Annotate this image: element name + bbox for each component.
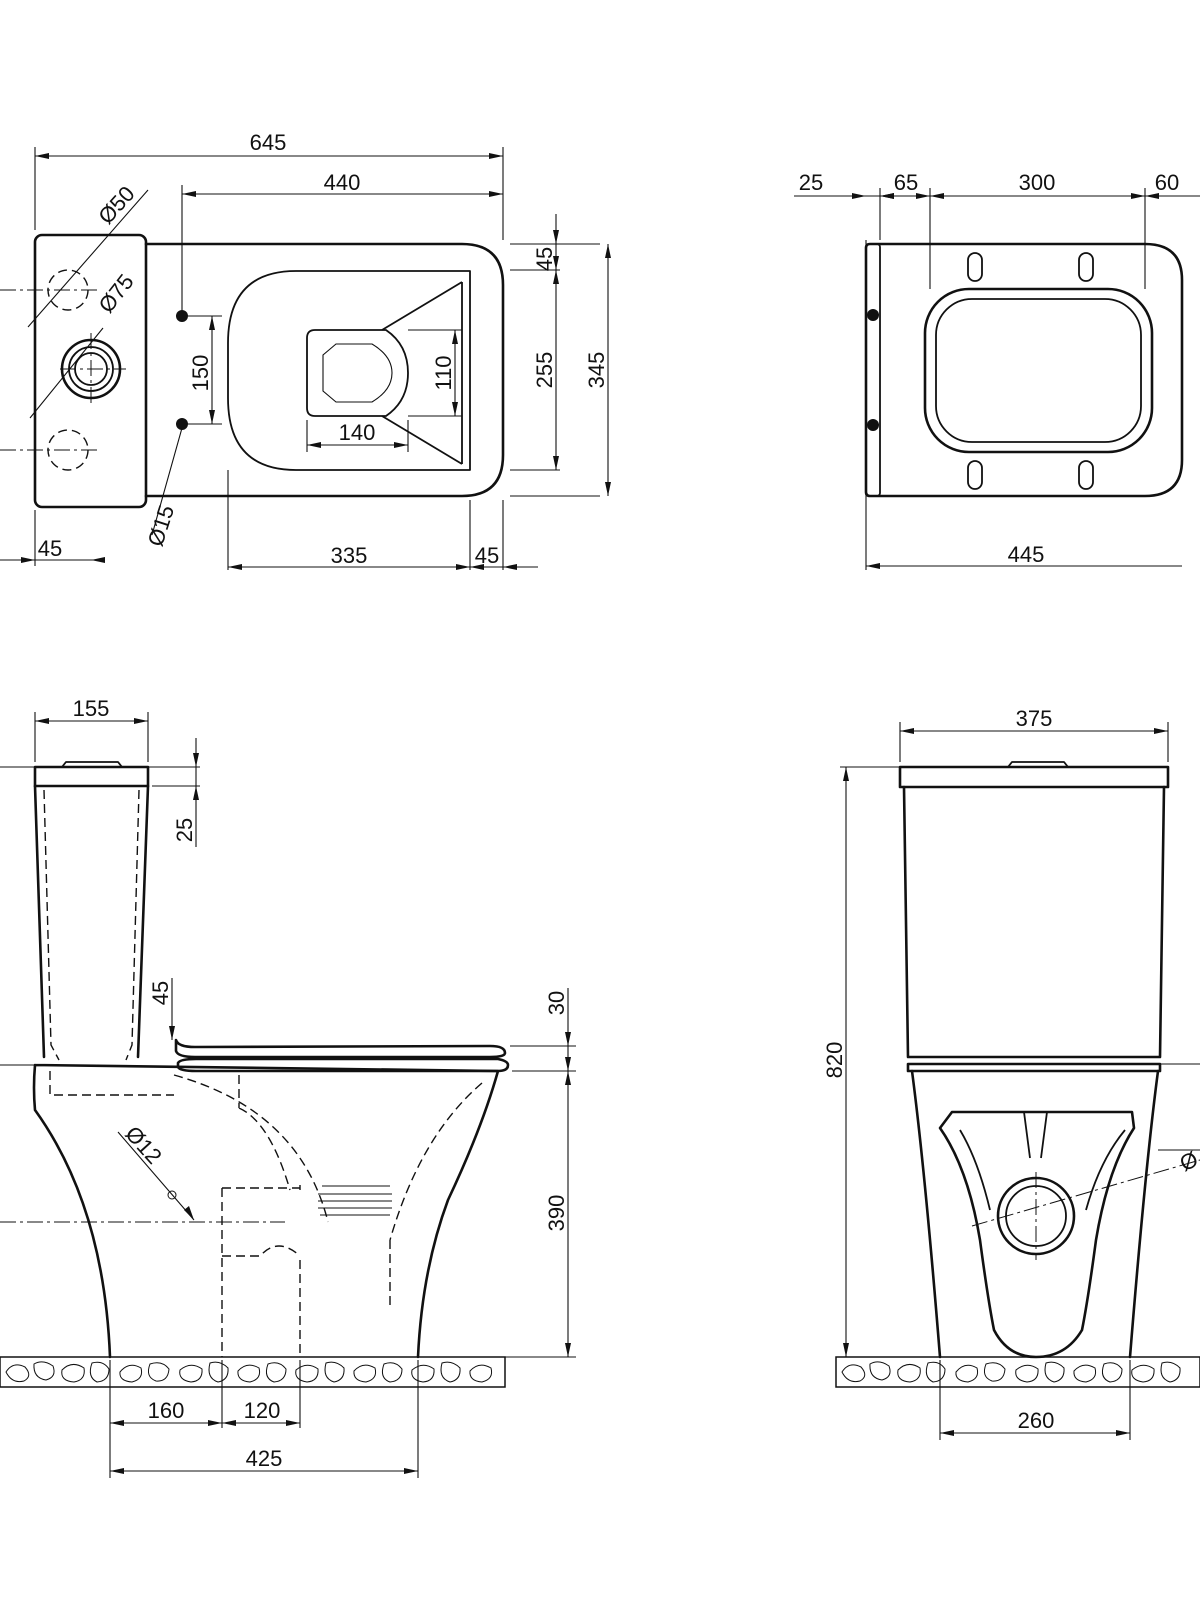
flush-top [61, 761, 123, 768]
fixing-dot-top [176, 310, 188, 322]
dim-side-margin: 65 [894, 170, 918, 195]
buffer-top-left [967, 252, 983, 282]
dim-base-width: 260 [1018, 1408, 1055, 1433]
seat-opening-inner [935, 298, 1142, 443]
cistern-plan-outline [33, 233, 148, 509]
dim-seat-gap: 45 [148, 981, 173, 1005]
seat-lid-profile [174, 1038, 507, 1059]
floor-right [835, 1356, 1200, 1388]
trapway-hidden-lines [49, 1071, 483, 1357]
dim-bolt-spacing: 150 [188, 355, 213, 392]
dim-seat-thickness: 30 [544, 991, 569, 1015]
front-dim-arrows [843, 728, 1168, 1436]
outlet-inner [322, 343, 393, 403]
seat-opening-outer [923, 287, 1154, 454]
front-outlet-centre [971, 1159, 1200, 1260]
dim-inner-width: 255 [532, 352, 557, 389]
dim-dia-15: Ø15 [143, 502, 180, 549]
bowl-plan-outline [144, 242, 505, 498]
dim-dia-50: Ø50 [93, 181, 139, 229]
buffer-bottom-right [1078, 460, 1094, 490]
dim-outlet-length: 140 [339, 420, 376, 445]
top-view: 645 440 45 255 345 110 140 150 45 335 45… [0, 130, 611, 570]
seat-outline [864, 242, 1184, 498]
dim-lines [0, 147, 609, 570]
seat-dim-arrows [852, 193, 1159, 569]
dim-lid-height: 25 [172, 818, 197, 842]
dia-12-marker [167, 1190, 177, 1200]
floor-pebbles-left [5, 1361, 493, 1383]
bowl-facet-lines [381, 281, 463, 465]
dim-opening: 300 [1019, 170, 1056, 195]
front-seat-band [906, 1062, 1162, 1073]
front-cistern-body [902, 785, 1166, 1059]
dim-hinge-margin: 25 [799, 170, 823, 195]
front-cistern-lid [898, 765, 1170, 789]
front-flush-top [1007, 761, 1069, 768]
dim-outlet-size: 120 [244, 1398, 281, 1423]
dim-seat-length: 445 [1008, 542, 1045, 567]
hinge-dot-top [867, 309, 879, 321]
dim-bowl-front: 335 [331, 543, 368, 568]
cistern-lid [33, 765, 150, 788]
seat-view: 25 65 300 60 445 [794, 170, 1200, 570]
front-view: 375 820 260 Ø [822, 706, 1200, 1440]
dim-cistern-offset: 45 [38, 536, 62, 561]
dim-outlet-dia-partial: Ø [1176, 1146, 1200, 1176]
dim-base-length: 425 [246, 1446, 283, 1471]
dim-cistern-width: 375 [1016, 706, 1053, 731]
dim-overall-width: 345 [584, 352, 609, 389]
seat-ring-profile [176, 1057, 510, 1073]
dim-overall-length: 645 [250, 130, 287, 155]
bowl-side-outline [32, 1063, 500, 1359]
dim-dia-12: Ø12 [120, 1121, 166, 1169]
front-bowl-outline [910, 1069, 1160, 1359]
dim-rim-back: 45 [475, 543, 499, 568]
side-dim-arrows [35, 718, 571, 1474]
water-level-lines [318, 1185, 392, 1216]
floor-pebbles-right [841, 1361, 1181, 1383]
cistern-inner-walls [43, 789, 140, 1061]
dim-outlet-width: 110 [431, 355, 456, 390]
seat-dim-lines [794, 188, 1200, 570]
fixing-dot-bottom [176, 418, 188, 430]
dim-total-height: 820 [822, 1042, 847, 1079]
dim-dia-75: Ø75 [93, 269, 138, 317]
dim-bowl-height: 390 [544, 1195, 569, 1232]
buffer-bottom-left [967, 460, 983, 490]
dim-bowl-length: 440 [324, 170, 361, 195]
front-inner-facets [959, 1111, 1126, 1211]
side-view: 155 25 45 30 390 Ø12 160 120 425 [0, 696, 576, 1478]
hinge-strip [865, 243, 881, 497]
front-dim-lines [836, 722, 1200, 1440]
dim-cistern-depth: 155 [73, 696, 110, 721]
cistern-body [33, 784, 150, 1059]
front-outlet-outer [996, 1176, 1076, 1256]
hinge-dot-bottom [867, 419, 879, 431]
outlet-outer [306, 329, 409, 417]
side-dim-lines [0, 712, 576, 1478]
dim-outlet-offset: 160 [148, 1398, 185, 1423]
buffer-top-right [1078, 252, 1094, 282]
dim-front-margin: 60 [1155, 170, 1179, 195]
bowl-inner-rim [227, 270, 471, 471]
centre-lines [0, 289, 126, 451]
dim-arrows [21, 153, 611, 570]
dim-rim-front: 45 [532, 247, 557, 271]
floor-left [0, 1356, 506, 1388]
